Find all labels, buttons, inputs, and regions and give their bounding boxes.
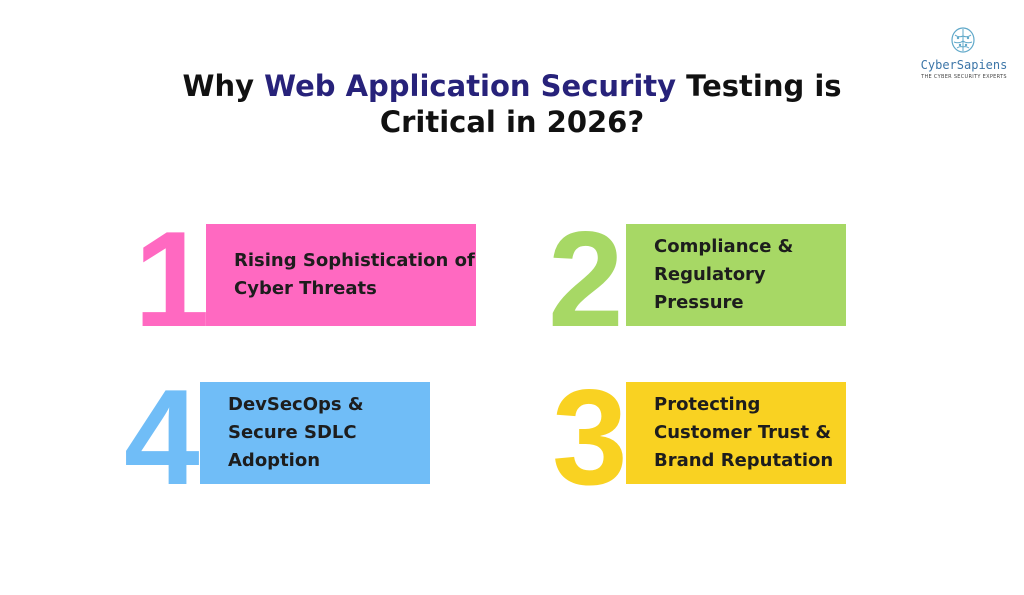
card-2-text: Compliance & Regulatory Pressure	[654, 236, 794, 313]
logo-name: CyberSapiens	[920, 58, 1008, 72]
title-line2: Critical in 2026?	[379, 105, 645, 139]
logo-tagline: THE CYBER SECURITY EXPERTS	[921, 74, 1007, 80]
brain-icon	[951, 27, 975, 53]
card-3-number: 3	[549, 358, 631, 516]
svg-text:2: 2	[548, 203, 624, 355]
cybersapiens-logo: CyberSapiens THE CYBER SECURITY EXPERTS	[912, 26, 1016, 88]
card-1-number: 1	[131, 200, 213, 358]
card-2-number: 2	[545, 200, 627, 358]
svg-text:1: 1	[134, 203, 210, 355]
card-4-number: 4	[121, 358, 203, 516]
page-title: Why Web Application Security Testing is …	[0, 68, 1024, 140]
svg-text:3: 3	[552, 361, 628, 513]
card-2-panel: Compliance & Regulatory Pressure	[626, 224, 846, 326]
title-suffix: Testing is	[676, 69, 842, 103]
card-1-panel: Rising Sophistication of Cyber Threats	[206, 224, 476, 326]
svg-text:4: 4	[124, 361, 200, 513]
card-4-panel: DevSecOps & Secure SDLC Adoption	[200, 382, 430, 484]
card-3-panel: Protecting Customer Trust & Brand Reputa…	[626, 382, 846, 484]
title-highlight: Web Application Security	[264, 69, 677, 103]
title-prefix: Why	[182, 69, 265, 103]
card-3-text: Protecting Customer Trust & Brand Reputa…	[654, 394, 834, 471]
card-4-text: DevSecOps & Secure SDLC Adoption	[228, 394, 364, 471]
card-1-text: Rising Sophistication of Cyber Threats	[234, 250, 475, 299]
